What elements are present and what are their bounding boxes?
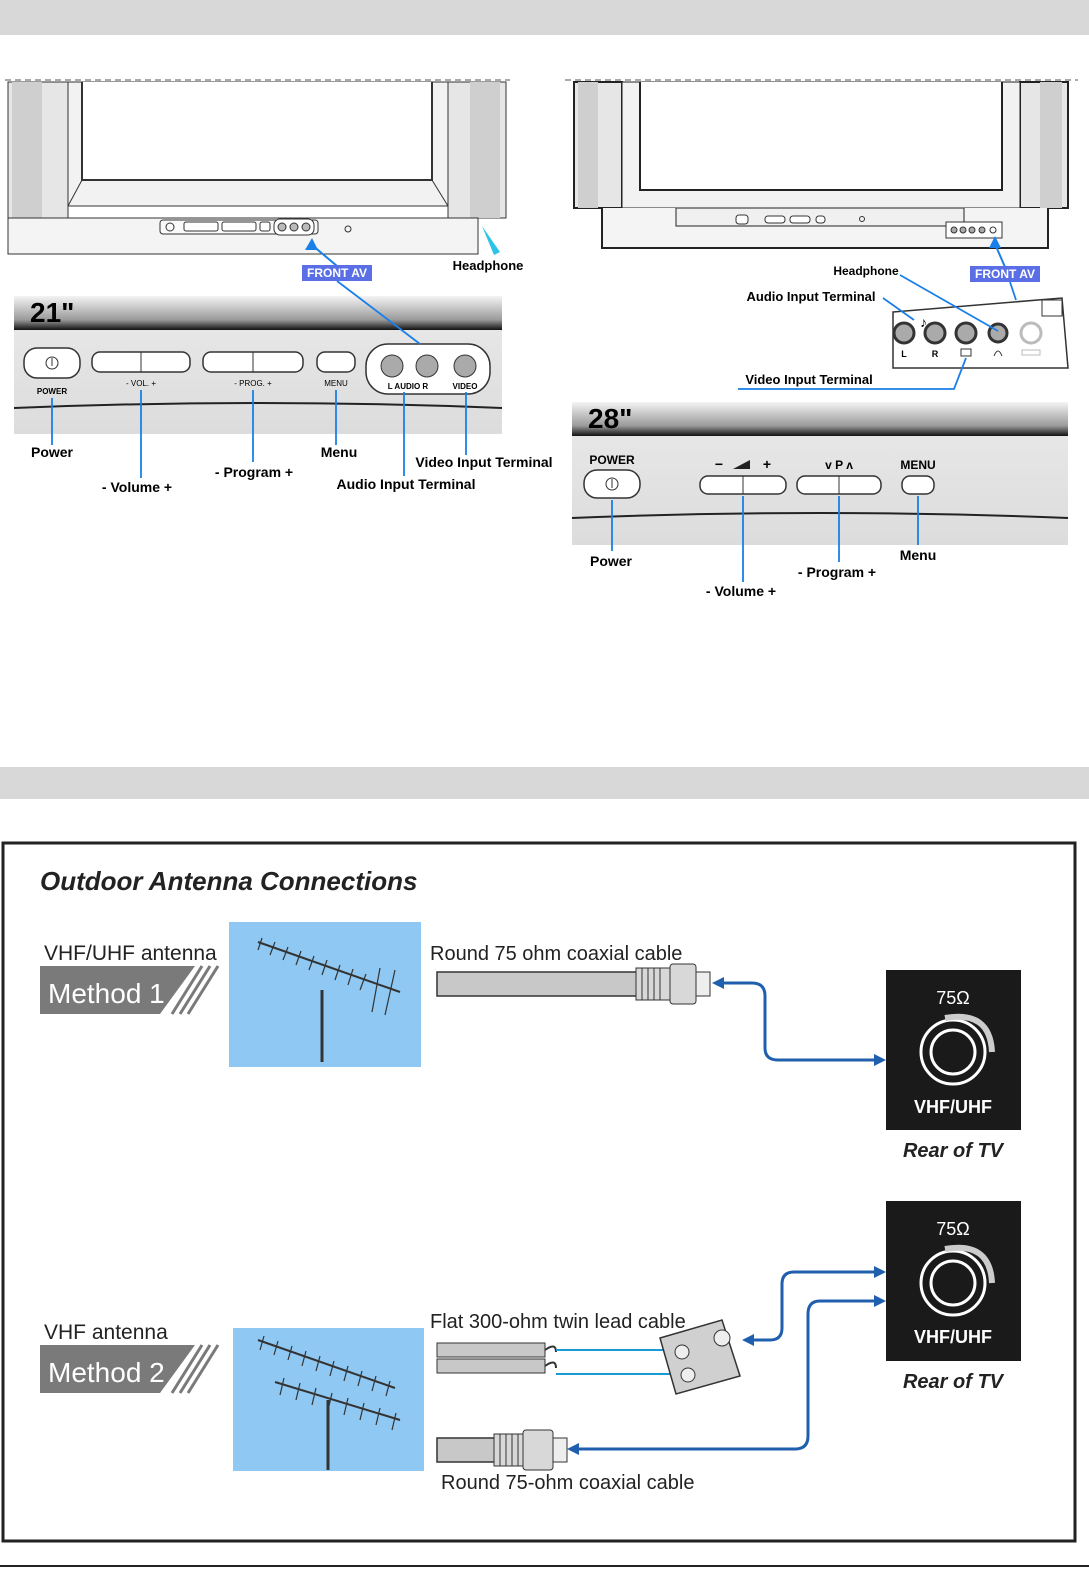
tv28-menu-callout: Menu bbox=[900, 547, 937, 563]
tv28-vol-minus-text: − bbox=[715, 456, 723, 472]
bottom-rule bbox=[0, 1565, 1089, 1567]
tv28-power-panel-text: POWER bbox=[589, 453, 635, 467]
tv21-menu-button bbox=[316, 351, 356, 373]
tv21-vol-panel-text: - VOL. + bbox=[126, 379, 156, 388]
tv28-program-callout: - Program + bbox=[798, 564, 876, 580]
method2-label: Method 2 bbox=[48, 1357, 165, 1388]
tv28-menu-panel-text: MENU bbox=[900, 458, 935, 472]
tv28-control-panel bbox=[571, 402, 1069, 545]
method2-rear-panel bbox=[886, 1201, 1021, 1361]
method2-matching-transformer bbox=[659, 1319, 741, 1395]
tv28-volume-buttons bbox=[699, 475, 787, 495]
tv28-headphone-label: Headphone bbox=[833, 264, 899, 278]
method1-cable-label: Round 75 ohm coaxial cable bbox=[430, 943, 682, 965]
method2-badge bbox=[40, 1344, 220, 1394]
tv28-volume-callout: - Volume + bbox=[706, 583, 776, 599]
tv28-audio-input-label: Audio Input Terminal bbox=[746, 289, 875, 304]
antenna-section-title: Outdoor Antenna Connections bbox=[40, 866, 417, 896]
tv21-av-jacks bbox=[365, 343, 491, 395]
tv21-power-button bbox=[23, 347, 81, 379]
method1-rear-panel bbox=[886, 970, 1021, 1130]
tv21-front-illustration bbox=[7, 81, 507, 255]
tv28-video-input-label: Video Input Terminal bbox=[745, 372, 872, 387]
tv21-program-callout: - Program + bbox=[215, 464, 293, 480]
tv28-front-av-label: FRONT AV bbox=[975, 267, 1035, 281]
tv21-power-callout: Power bbox=[31, 444, 74, 460]
tv21-video-input-callout: Video Input Terminal bbox=[415, 454, 552, 470]
tv21-headphone-label: Headphone bbox=[453, 258, 524, 273]
tv21-video-panel-text: VIDEO bbox=[453, 382, 478, 391]
tv28-power-button bbox=[583, 469, 641, 499]
tv28-size-label: 28" bbox=[588, 403, 632, 434]
tv21-audio-input-callout: Audio Input Terminal bbox=[337, 476, 476, 492]
tv28-menu-button bbox=[901, 475, 935, 495]
method2-antenna-image bbox=[233, 1328, 424, 1471]
tv21-menu-panel-text: MENU bbox=[324, 379, 348, 388]
tv21-volume-callout: - Volume + bbox=[102, 479, 172, 495]
tv28-jack-l: L bbox=[901, 349, 907, 359]
method1-rear-band: VHF/UHF bbox=[914, 1097, 992, 1117]
tv21-size-label: 21" bbox=[30, 297, 74, 328]
method2-twin-lead-label: Flat 300-ohm twin lead cable bbox=[430, 1311, 686, 1333]
method2-rear-ohm: 75Ω bbox=[936, 1219, 969, 1239]
tv28-power-callout: Power bbox=[590, 553, 633, 569]
method2-antenna-label: VHF antenna bbox=[44, 1321, 168, 1344]
tv21-front-av-label: FRONT AV bbox=[307, 266, 367, 280]
middle-header-band bbox=[0, 767, 1089, 799]
tv28-jack-panel: ♪ L R bbox=[892, 297, 1069, 369]
tv21-volume-buttons bbox=[91, 351, 191, 373]
method1-badge bbox=[40, 965, 220, 1015]
antenna-connections-diagram: Outdoor Antenna Connections VHF/UHF ante… bbox=[1, 841, 1077, 1543]
method1-rear-ohm: 75Ω bbox=[936, 988, 969, 1008]
tv28-jack-r: R bbox=[932, 349, 939, 359]
tv28-prog-panel-text: v P ʌ bbox=[825, 458, 853, 472]
method2-twin-lead-cable bbox=[436, 1342, 675, 1375]
top-header-band bbox=[0, 0, 1089, 35]
method1-connection-arrow bbox=[718, 981, 878, 1062]
tv28-front-illustration bbox=[573, 81, 1069, 249]
method1-label: Method 1 bbox=[48, 978, 165, 1009]
tv21-audio-panel-text: L AUDIO R bbox=[388, 382, 429, 391]
method2-rear-caption: Rear of TV bbox=[903, 1371, 1005, 1393]
tv28-program-buttons bbox=[796, 475, 882, 495]
tv28-vol-plus-text: + bbox=[763, 456, 771, 472]
method2-coax-cable bbox=[436, 1429, 568, 1471]
tv21-program-buttons bbox=[202, 351, 304, 373]
tv21-power-panel-text: POWER bbox=[37, 387, 67, 396]
method1-coax-cable bbox=[436, 963, 711, 1005]
svg-text:♪: ♪ bbox=[920, 314, 927, 330]
tv-controls-diagram: FRONT AV Headphone 21" POWER - VOL. + - … bbox=[5, 79, 1078, 599]
method1-antenna-label: VHF/UHF antenna bbox=[44, 942, 217, 965]
tv21-prog-panel-text: - PROG. + bbox=[234, 379, 272, 388]
method1-antenna-image bbox=[229, 922, 421, 1067]
method1-rear-caption: Rear of TV bbox=[903, 1140, 1005, 1162]
method2-coax-label: Round 75-ohm coaxial cable bbox=[441, 1472, 695, 1494]
method2-rear-band: VHF/UHF bbox=[914, 1327, 992, 1347]
method2-arrows bbox=[575, 1270, 878, 1451]
tv21-menu-callout: Menu bbox=[321, 444, 358, 460]
